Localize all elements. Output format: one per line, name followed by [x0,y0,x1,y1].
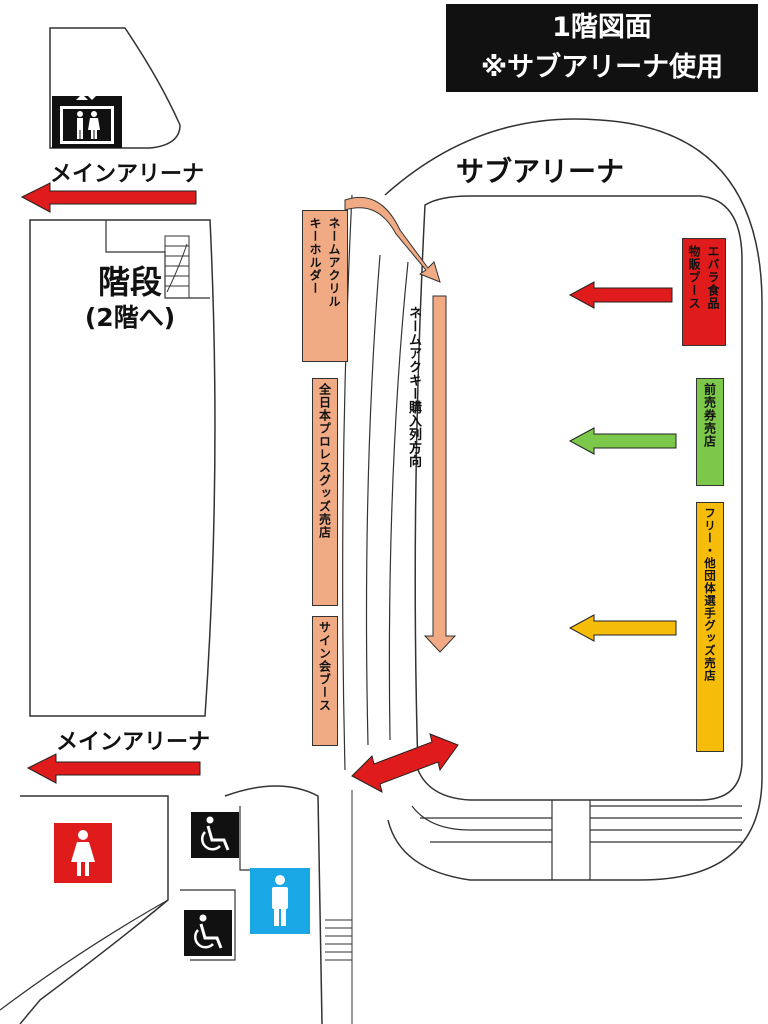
free-goods-arrow [568,614,677,642]
autograph-booth: サイン会ブース [312,616,338,746]
stairs-block-outline [29,219,216,717]
ebara-arrow [568,281,673,309]
stairs-label: 階段 (2階へ) [60,262,200,334]
queue-direction-arrow [423,295,457,653]
wheelchair-icon [184,910,232,956]
queue-direction-label: ネームアクキー購入列方向 [406,306,421,468]
main-arena-top-label: メインアリーナ [50,162,205,187]
elevator-shaft-outline [49,27,181,149]
sub-arena-outer-wall [384,118,763,881]
stairs-label-sub: (2階へ) [84,303,176,332]
advance-ticket-booth: 前売券売店 [696,378,724,486]
corridor-curve-mid2 [388,261,409,741]
corridor-curve-mid [365,254,381,746]
elevator-icon [52,94,122,148]
sub-arena-inner-wall [414,195,743,801]
stairs-label-main: 階段 [97,263,162,301]
name-acrylic-booth: ネームアクリル キーホルダー [302,210,348,362]
small-stairs [325,790,353,1024]
floor-title-line1: 1階図面 [552,12,652,43]
corridor-bottom-curve [0,899,169,1011]
bleacher-lines [411,800,742,880]
main-arena-top-arrow [20,182,197,213]
main-arena-bottom-arrow [26,753,201,784]
male-restroom-icon [250,868,310,934]
ebara-booth: エバラ食品 物販ブース [682,238,726,346]
floor-title-line2: ※サブアリーナ使用 [480,52,724,83]
center-block-outline [224,785,323,1024]
center-block-inner [239,806,300,871]
entrance-double-arrow [351,733,459,793]
wheelchair-icon [191,812,239,858]
free-goods-booth: フリー・他団体選手グッズ売店 [696,502,724,752]
queue-entry-arrow [344,196,441,283]
accessible-room-outline [180,889,236,961]
ajpw-goods-booth: 全日本プロレスグッズ売店 [312,378,338,606]
advance-ticket-arrow [568,427,677,455]
floor-title: 1階図面 ※サブアリーナ使用 [446,4,758,92]
main-arena-bottom-label: メインアリーナ [56,730,211,755]
stair-steps-icon [164,235,190,299]
sub-arena-label: サブアリーナ [456,155,625,188]
corridor-curve-inner [342,194,353,771]
female-restroom-icon [54,823,112,883]
